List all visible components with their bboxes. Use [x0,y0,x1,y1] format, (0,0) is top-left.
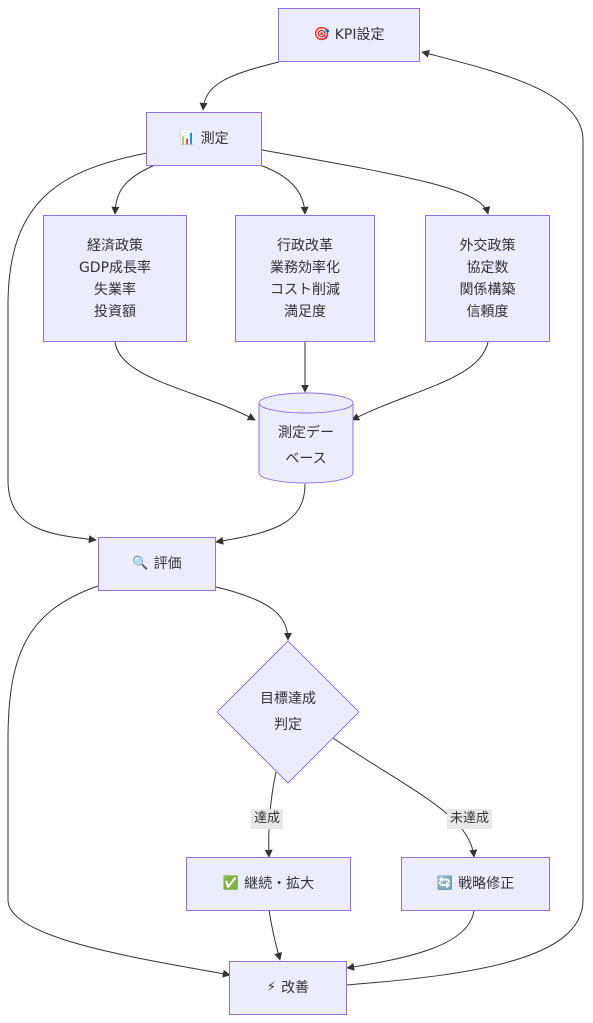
node-eval-label: 評価 [153,556,182,572]
foreign-line-1: 外交政策 [459,237,516,254]
lightning-icon: ⚡ [266,980,277,995]
edge-judge-to-fix [332,737,478,858]
node-kpi-label: KPI設定 [334,27,385,43]
edge-eval-to-judge [215,586,292,641]
edge-kpi-to-measure [199,61,280,111]
edge-fix-to-improve [346,909,475,971]
edge-cont-to-improve [268,909,283,961]
foreign-line-2: 協定数 [466,259,509,276]
database-cylinder [258,392,354,484]
node-improvement: ⚡ 改善 [229,961,347,1015]
check-icon: ✅ [222,876,240,891]
judge-line-2: 判定 [274,717,302,733]
edge-measure-to-foreign [261,149,491,215]
admin-line-3: コスト削減 [270,281,340,298]
foreign-line-3: 関係構築 [459,281,516,298]
node-admin-reform: 行政改革 業務効率化 コスト削減 満足度 [235,215,375,342]
node-measurement-database: 測定デー ベース [259,413,353,479]
edge-eval-to-improve [7,585,231,978]
admin-line-1: 行政改革 [277,237,333,254]
db-line-2: ベース [285,451,327,467]
node-cont-label: 継続・拡大 [244,876,315,892]
edge-foreign-to-db [351,341,489,421]
node-foreign-policy: 外交政策 協定数 関係構築 信頼度 [425,215,550,342]
edge-db-to-eval [215,483,306,545]
edge-econ-to-db [114,341,256,421]
edge-measure-to-admin [259,164,309,215]
node-continue-expand: ✅ 継続・拡大 [186,857,351,911]
magnifier-icon: 🔍 [132,556,149,571]
edge-label-achieved: 達成 [251,809,284,829]
node-strategy-revision: 🔄 戦略修正 [401,857,550,911]
db-line-1: 測定デー [278,425,334,441]
econ-line-1: 経済政策 [87,237,143,254]
node-goal-judgement: 目標達成 判定 [238,682,338,742]
edge-improve-to-kpi [346,49,584,986]
bar-chart-icon: 📊 [179,131,196,146]
edge-measure-to-econ [111,164,156,215]
node-measure: 📊 測定 [146,112,262,166]
edge-label-not-achieved: 未達成 [447,809,493,829]
admin-line-2: 業務効率化 [270,259,340,276]
econ-line-2: GDP成長率 [78,259,152,276]
econ-line-3: 失業率 [94,281,136,298]
node-measure-label: 測定 [200,131,229,147]
node-kpi-setting: 🎯 KPI設定 [278,8,420,62]
econ-line-4: 投資額 [94,303,136,320]
node-evaluation: 🔍 評価 [98,537,216,591]
node-economic-policy: 経済政策 GDP成長率 失業率 投資額 [43,215,187,342]
target-icon: 🎯 [313,27,330,42]
edge-measure-to-eval [7,152,148,544]
node-fix-label: 戦略修正 [458,876,515,892]
admin-line-4: 満足度 [284,303,326,320]
decision-diamond [216,640,360,784]
judge-line-1: 目標達成 [260,691,316,707]
refresh-icon: 🔄 [436,876,454,891]
node-improve-label: 改善 [281,980,310,996]
foreign-line-4: 信頼度 [466,303,509,320]
